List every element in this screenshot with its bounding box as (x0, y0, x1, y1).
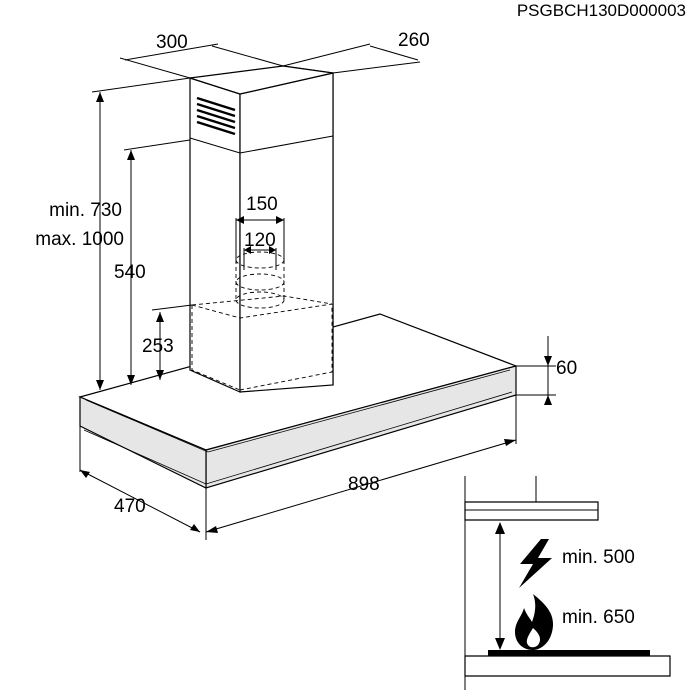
vent-grille (196, 96, 236, 136)
label-inner-height: 540 (114, 262, 146, 283)
dimension-canopy-width: 898 (205, 395, 517, 533)
dimension-total-height: min. 730 max. 1000 (35, 77, 191, 390)
label-outlet-outer: 150 (246, 194, 278, 215)
label-gas-clearance: min. 650 (562, 607, 635, 628)
lightning-bolt-icon (519, 539, 552, 588)
dimension-motor-height: 253 (142, 304, 193, 380)
dimension-canopy-thickness: 60 (516, 336, 577, 405)
label-electric-clearance: min. 500 (562, 547, 635, 568)
label-outlet-inner: 120 (244, 230, 276, 251)
dimension-outlet: 150 120 (235, 194, 285, 270)
dimension-chimney-top: 300 260 (119, 30, 430, 79)
label-height-min: min. 730 (49, 200, 122, 221)
label-canopy-depth: 470 (114, 496, 146, 517)
product-code: PSGBCH130D000003 (517, 1, 686, 20)
label-height-max: max. 1000 (35, 229, 124, 250)
chimney (189, 65, 334, 393)
dimension-canopy-depth: 470 (79, 426, 207, 540)
label-motor-height: 253 (142, 336, 174, 357)
flame-icon (515, 594, 554, 650)
label-chimney-width: 300 (156, 32, 188, 53)
label-chimney-depth: 260 (398, 30, 430, 51)
clearance-diagram: min. 500 min. 650 (464, 476, 671, 690)
label-canopy-width: 898 (348, 474, 380, 495)
label-canopy-thickness: 60 (556, 358, 577, 379)
dimension-inner-height: 540 (114, 139, 191, 385)
